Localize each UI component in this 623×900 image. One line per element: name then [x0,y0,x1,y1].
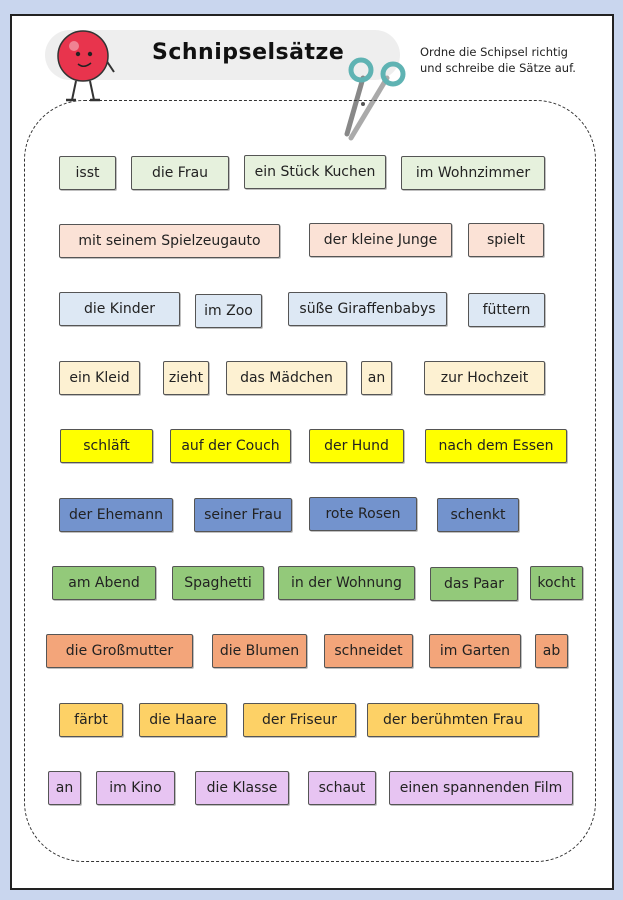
snippet-card[interactable]: füttern [468,293,545,327]
snippet-card[interactable]: seiner Frau [194,498,292,532]
instruction-line-1: Ordne die Schipsel richtig [420,45,568,59]
snippet-card[interactable]: die Frau [131,156,229,190]
snippet-card[interactable]: die Klasse [195,771,289,805]
snippet-card[interactable]: mit seinem Spielzeugauto [59,224,280,258]
snippet-card[interactable]: die Kinder [59,292,180,326]
red-ball-mascot-icon [57,30,115,102]
snippet-card[interactable]: zur Hochzeit [424,361,545,395]
snippet-card[interactable]: der berühmten Frau [367,703,539,737]
snippet-card[interactable]: isst [59,156,116,190]
snippet-card[interactable]: am Abend [52,566,156,600]
snippet-card[interactable]: nach dem Essen [425,429,567,463]
worksheet-title: Schnipselsätze [152,40,345,65]
snippet-card[interactable]: schenkt [437,498,519,532]
snippet-card[interactable]: schaut [308,771,376,805]
snippet-card[interactable]: zieht [163,361,209,395]
snippet-card[interactable]: das Paar [430,567,518,601]
snippet-card[interactable]: einen spannenden Film [389,771,573,805]
snippet-card[interactable]: in der Wohnung [278,566,415,600]
snippet-card[interactable]: Spaghetti [172,566,264,600]
snippet-card[interactable]: ein Kleid [59,361,140,395]
snippet-card[interactable]: im Kino [96,771,175,805]
snippet-card[interactable]: die Blumen [212,634,307,668]
snippet-card[interactable]: kocht [530,566,583,600]
snippet-card[interactable]: an [361,361,392,395]
snippet-card[interactable]: im Zoo [195,294,262,328]
snippet-card[interactable]: auf der Couch [170,429,291,463]
snippet-card[interactable]: die Großmutter [46,634,193,668]
snippet-card[interactable]: rote Rosen [309,497,417,531]
snippet-card[interactable]: die Haare [139,703,227,737]
snippet-card[interactable]: süße Giraffenbabys [288,292,447,326]
instructions: Ordne die Schipsel richtig und schreibe … [420,44,610,76]
instruction-line-2: und schreibe die Sätze auf. [420,61,576,75]
scissors-icon [344,57,406,141]
snippet-card[interactable]: im Wohnzimmer [401,156,545,190]
snippet-card[interactable]: ab [535,634,568,668]
snippet-card[interactable]: der kleine Junge [309,223,452,257]
snippet-card[interactable]: das Mädchen [226,361,347,395]
snippet-card[interactable]: der Hund [309,429,404,463]
snippet-card[interactable]: färbt [59,703,123,737]
snippet-card[interactable]: der Ehemann [59,498,173,532]
snippet-card[interactable]: ein Stück Kuchen [244,155,386,189]
snippet-card[interactable]: an [48,771,81,805]
cut-line-frame [24,100,596,862]
snippet-card[interactable]: spielt [468,223,544,257]
snippet-card[interactable]: der Friseur [243,703,356,737]
snippet-card[interactable]: schneidet [324,634,413,668]
snippet-card[interactable]: im Garten [429,634,521,668]
snippet-card[interactable]: schläft [60,429,153,463]
